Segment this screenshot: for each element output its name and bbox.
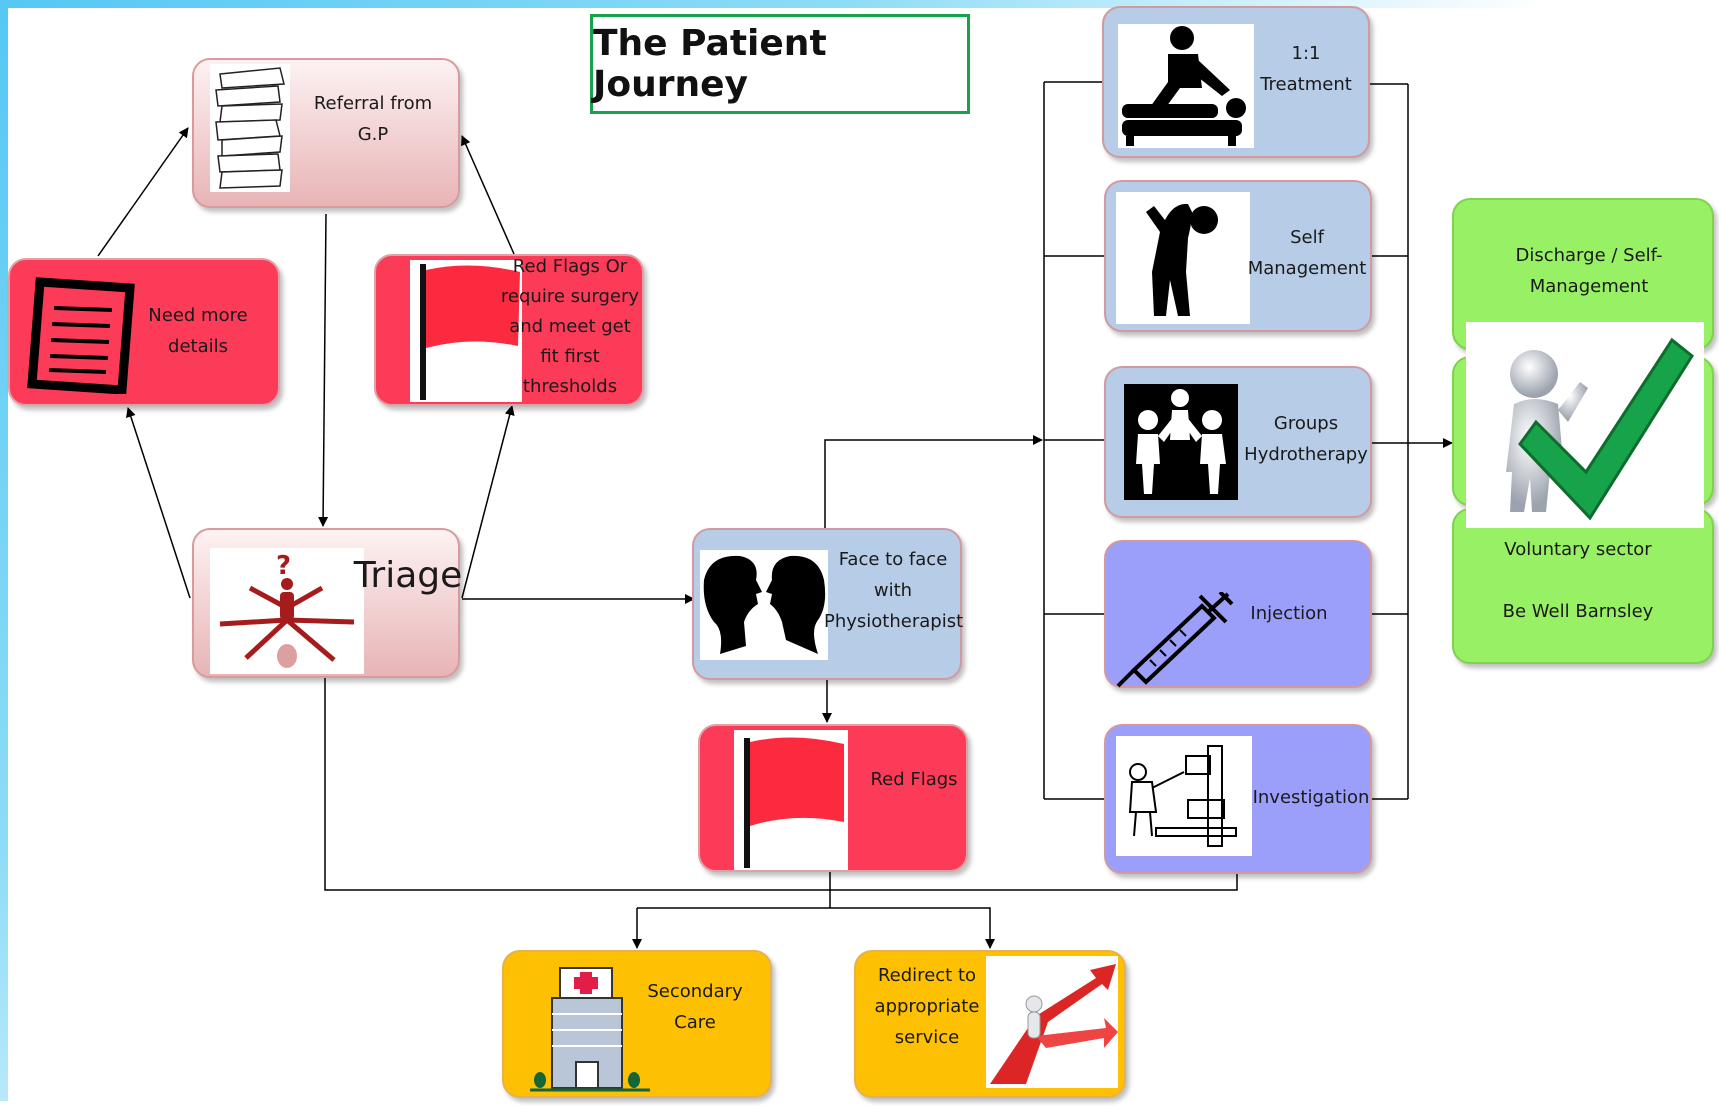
checkmark-person-icon	[1466, 322, 1704, 528]
group-icon	[1124, 384, 1238, 500]
node-face-to-face[interactable]: Face to face with Physiotherapist	[692, 528, 964, 680]
arrow-referral-to-triage	[318, 213, 329, 527]
node-triage-label: Triage	[353, 555, 463, 596]
arrow-redflags-to-referral	[461, 135, 515, 255]
document-icon	[26, 274, 138, 395]
arrow-need-to-referral	[97, 127, 189, 257]
node-need-more-details[interactable]: Need more details	[8, 258, 280, 406]
redirect-arrows-icon	[986, 956, 1118, 1088]
node-red-flags[interactable]: Red Flags	[698, 724, 968, 872]
node-referral[interactable]: Referral from G.P	[192, 58, 460, 208]
svg-text:?: ?	[276, 551, 291, 581]
node-self-management-label: Self Management	[1247, 227, 1367, 279]
node-referral-label: Referral from G.P	[313, 93, 433, 145]
triage-icon: ?	[210, 548, 364, 674]
node-need-more-details-label: Need more details	[148, 305, 248, 357]
node-red-flags-surgery[interactable]: Red Flags Or require surgery and meet ge…	[374, 254, 644, 406]
node-triage[interactable]: ? Triage	[192, 528, 462, 678]
node-self-management[interactable]: Self Management	[1104, 180, 1372, 332]
page-title: The Patient Journey	[590, 14, 970, 114]
node-investigation[interactable]: Investigation	[1104, 724, 1372, 874]
node-treatment-label: 1:1 Treatment	[1260, 43, 1352, 95]
arrow-face-to-treatments	[824, 435, 1043, 528]
node-discharge-label: Discharge / Self-Management	[1515, 245, 1663, 297]
node-groups[interactable]: Groups Hydrotherapy	[1104, 366, 1372, 518]
node-secondary-care[interactable]: Secondary Care	[502, 950, 772, 1098]
node-injection[interactable]: Injection	[1104, 540, 1372, 688]
node-redirect[interactable]: Redirect to appropriate service	[854, 950, 1126, 1098]
hospital-icon	[530, 966, 650, 1096]
node-face-to-face-label: Face to face with Physiotherapist	[824, 549, 964, 632]
node-secondary-care-label: Secondary Care	[647, 981, 743, 1033]
arrow-triage-to-need	[126, 407, 191, 599]
red-flag-icon	[410, 260, 522, 402]
paper-stack-icon	[210, 64, 290, 192]
stretch-icon	[1116, 192, 1250, 324]
node-treatment[interactable]: 1:1 Treatment	[1102, 6, 1370, 158]
massage-icon	[1118, 24, 1254, 148]
node-investigation-label: Investigation	[1252, 787, 1370, 808]
xray-icon	[1116, 736, 1252, 856]
node-voluntary[interactable]: Voluntary sector Be Well Barnsley	[1452, 508, 1714, 664]
node-injection-label: Injection	[1250, 603, 1328, 624]
faces-icon	[700, 550, 828, 660]
arrow-triage-to-redflags	[461, 405, 515, 599]
arrow-to-redirect	[637, 907, 995, 949]
node-groups-label: Groups Hydrotherapy	[1244, 413, 1368, 465]
syringe-icon	[1114, 590, 1234, 688]
node-red-flags-label: Red Flags	[870, 769, 958, 790]
node-redirect-label: Redirect to appropriate service	[874, 965, 980, 1048]
node-be-well-label: Be Well Barnsley	[1502, 601, 1654, 622]
node-voluntary-label: Voluntary sector	[1504, 539, 1652, 560]
node-red-flags-surgery-label: Red Flags Or require surgery and meet ge…	[500, 256, 640, 397]
red-flag-icon	[734, 730, 848, 870]
